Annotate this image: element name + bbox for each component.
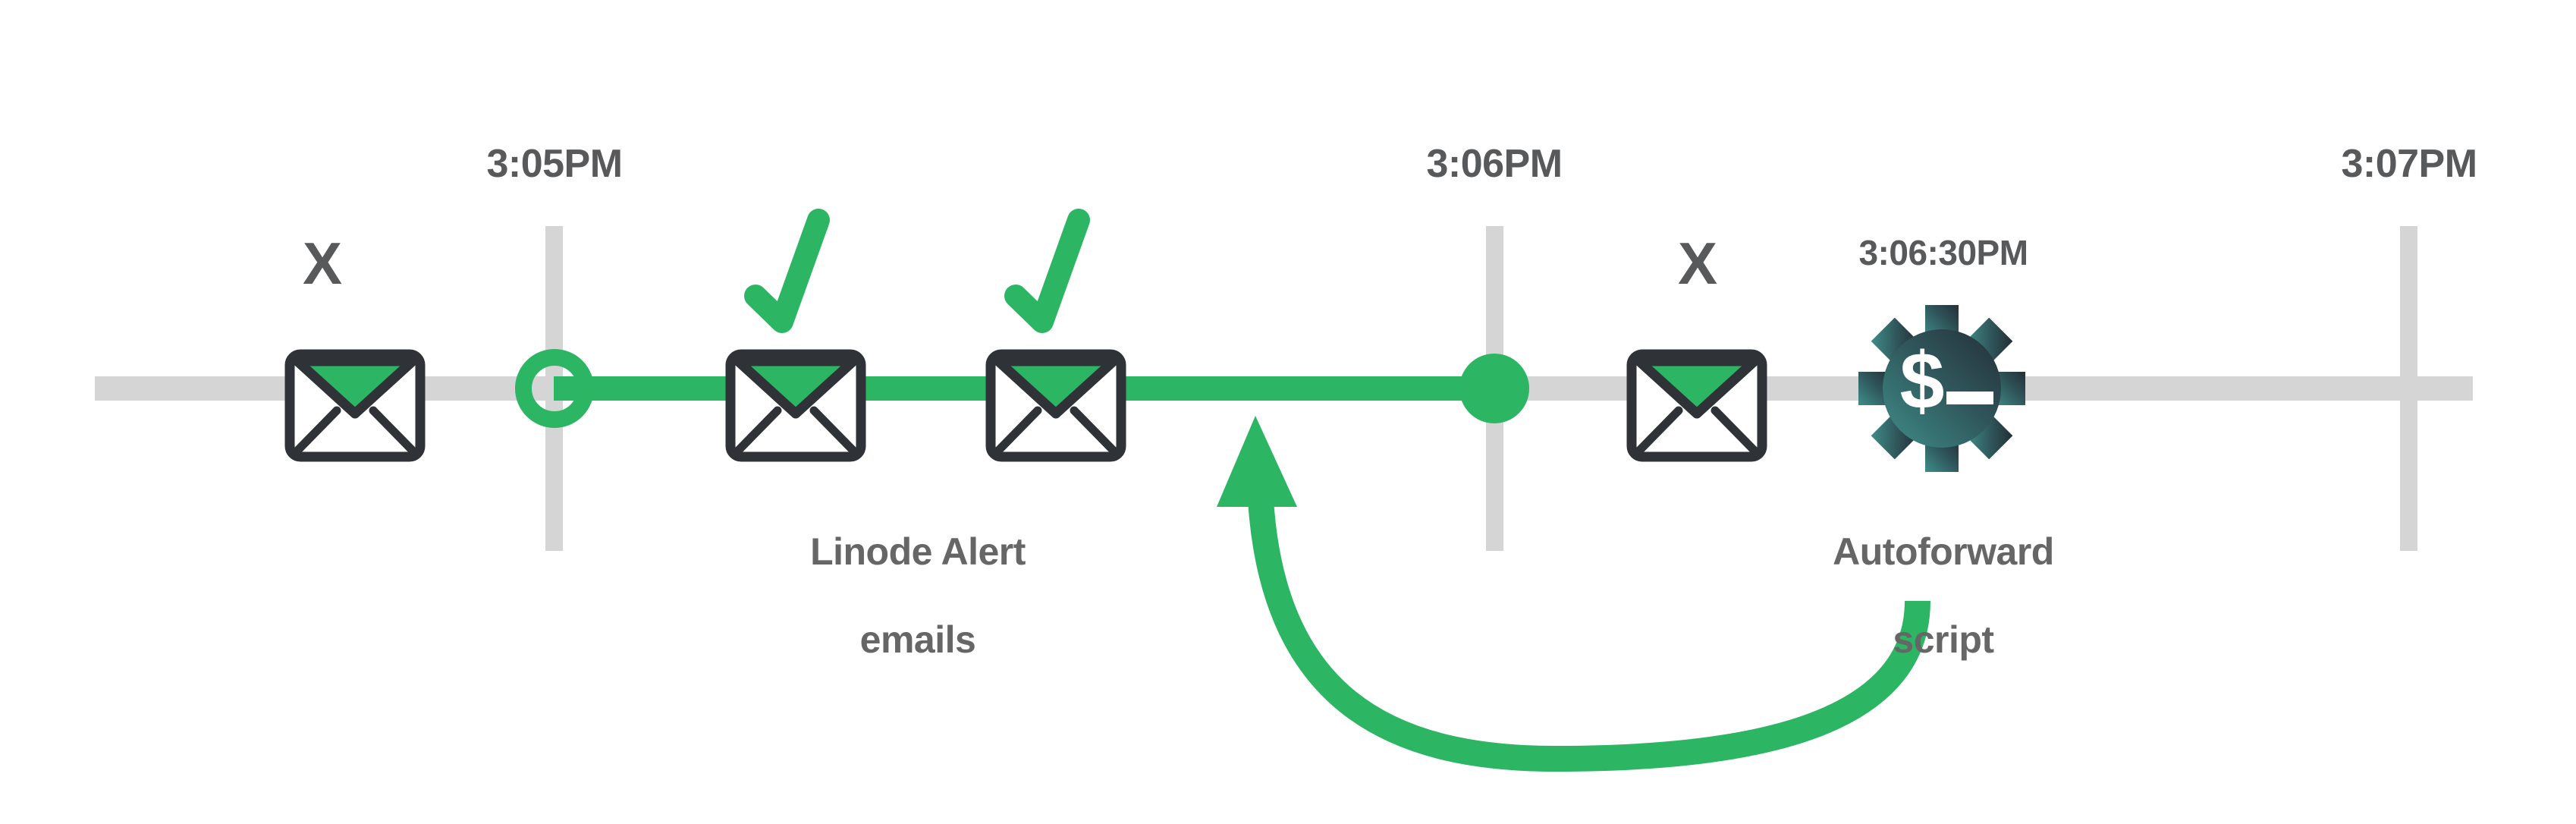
status-mark-x-right: X [1677,230,1718,297]
timeline-dot-marker-306pm [1459,354,1529,423]
checkmark-icon [744,209,830,333]
envelope-icon [985,349,1126,462]
caption-linode-alert-emails: Linode Alert emails [810,486,1026,662]
caption-autoforward-script: Autoforward script [1833,486,2054,662]
timeline-ring-marker-305pm [515,349,594,428]
caption-line-1: Linode Alert [810,530,1026,573]
script-scan-arrow-icon [1217,416,1930,772]
event-time-label-autoforward-script: 3:06:30PM [1858,233,2028,272]
caption-line-2: script [1893,618,1994,661]
envelope-icon [725,349,866,462]
tick-mark-307pm [2400,226,2417,551]
caption-line-1: Autoforward [1833,530,2054,573]
caption-line-2: emails [859,618,976,661]
tick-label-307pm: 3:07PM [2341,142,2477,186]
gear-dollar-icon: $ [1858,305,2025,472]
checkmark-icon [1004,209,1090,333]
envelope-icon [284,349,426,462]
svg-text:$: $ [1900,336,1945,426]
tick-label-306pm: 3:06PM [1426,142,1563,186]
status-mark-x-left: X [302,230,343,297]
envelope-icon [1626,349,1767,462]
tick-label-305pm: 3:05PM [486,142,623,186]
